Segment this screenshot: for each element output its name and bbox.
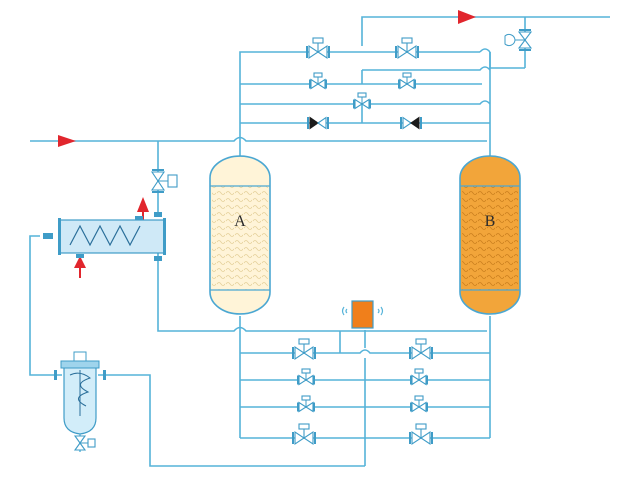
heat-exchanger [43, 212, 166, 261]
valve-icon[interactable] [150, 169, 178, 193]
controller-icon[interactable] [341, 300, 384, 329]
flow-arrow-icon [458, 10, 476, 24]
valve-icon[interactable] [408, 423, 434, 445]
flow-arrow-icon [58, 135, 76, 147]
valve-icon[interactable] [291, 423, 317, 445]
valve-icon[interactable] [397, 72, 417, 90]
piping [29, 16, 610, 467]
vessel-b: B [459, 155, 521, 315]
valve-icon[interactable] [291, 338, 317, 360]
vessel-a-label: A [234, 213, 246, 230]
vessel-a: A [209, 155, 271, 315]
valve-icon[interactable] [409, 368, 429, 386]
valve-icon[interactable] [296, 368, 316, 386]
valve-icon[interactable] [305, 37, 331, 59]
valve-icon[interactable] [308, 72, 328, 90]
valve-icon[interactable] [504, 29, 533, 51]
check-valve-icon[interactable] [399, 116, 423, 130]
valve-icon[interactable] [394, 37, 420, 59]
valve-icon[interactable] [408, 338, 434, 360]
filter [54, 351, 106, 452]
vessel-b-label: B [485, 213, 496, 230]
valve-icon[interactable] [296, 395, 316, 413]
check-valve-icon[interactable] [306, 116, 330, 130]
flow-arrow-icon [74, 256, 86, 278]
valve-icon[interactable] [409, 395, 429, 413]
